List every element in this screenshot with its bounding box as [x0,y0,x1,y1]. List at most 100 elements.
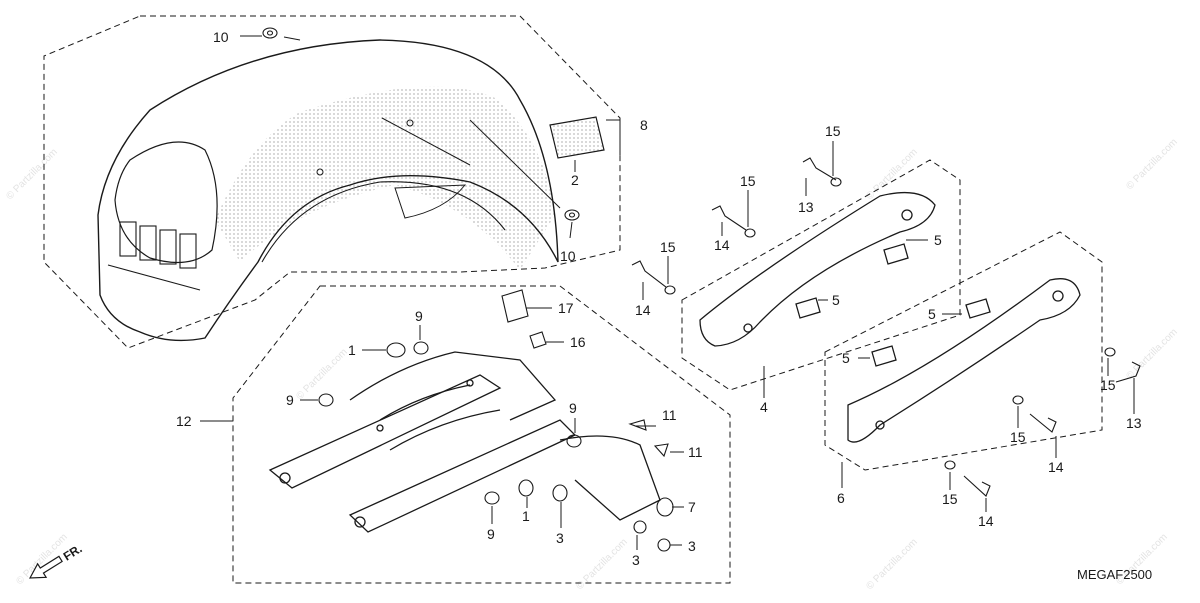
callout-label: 4 [760,399,768,415]
callout-label: 15 [1100,377,1116,393]
callout-labels: 10 10 8 2 17 16 9 1 9 12 9 11 11 7 9 1 3… [176,29,1142,568]
callout-label: 14 [1048,459,1064,475]
washer [564,209,580,221]
bolt-14 [963,475,991,497]
callout-label: 16 [570,334,586,350]
watermark: © Partzilla.com [294,347,349,402]
callout-label: 5 [928,306,936,322]
callout-label: 17 [558,300,574,316]
fender-opening-edge [114,141,218,264]
washer-15 [664,285,676,295]
callout-label: 13 [1126,415,1142,431]
clip-16-17 [501,289,547,349]
bolt-14 [631,260,667,288]
washer-15 [1104,347,1116,357]
fender-body [97,39,559,342]
rear-fender [97,39,561,342]
callout-label: 9 [569,400,577,416]
clip-11 [628,419,647,431]
callout-label: 15 [740,173,756,189]
fender-inner-arch [261,181,506,263]
callout-label: 3 [632,552,640,568]
frame-cross-member [389,409,501,451]
callout-label: 7 [688,499,696,515]
rubber-5 [965,298,991,319]
callout-label: 15 [660,239,676,255]
rail-bolt-hole [875,420,885,430]
frame-bolt-hole [376,424,384,432]
fender-flap [394,184,467,219]
callout-label: 12 [176,413,192,429]
watermark: © Partzilla.com [1124,137,1179,192]
watermark: © Partzilla.com [574,537,629,592]
side-rail-right [847,278,1081,443]
rail-bolt-hole [743,323,753,333]
watermark: © Partzilla.com [1124,327,1179,382]
collar-3 [633,520,647,534]
frame-bolt-hole [354,516,366,528]
rail-body [847,278,1081,443]
callout-label: 15 [825,123,841,139]
watermark: © Partzilla.com [4,147,59,202]
bolt-13 [1115,361,1141,383]
callout-label: 2 [571,172,579,188]
bolt-14 [1029,413,1057,433]
grommet-9 [484,491,500,505]
rail-bolt-hole [1052,290,1064,302]
watermark: © Partzilla.com [864,537,919,592]
grommet-9 [318,393,334,407]
callout-label: 9 [487,526,495,542]
callout-label: 10 [213,29,229,45]
rubber-5 [883,243,909,265]
washers-10 [262,27,580,221]
rubber-1 [518,479,534,497]
callout-label: 3 [688,538,696,554]
frame-left-rail [268,374,502,489]
fender-stripe [215,86,555,270]
frame-bracket [559,435,661,521]
callout-label: 9 [415,308,423,324]
cap-7 [656,497,674,517]
frame-bolt-hole [279,472,291,484]
callout-label: 15 [942,491,958,507]
washer [266,30,274,36]
rail-bolt-hole [901,209,913,221]
frame-right-rail [348,419,577,533]
side-rail-left [699,191,936,347]
callout-label: 11 [662,407,677,423]
callout-label: 3 [556,530,564,546]
callout-label: 14 [714,237,730,253]
frame-bolt-hole [466,379,474,387]
callout-label: 5 [842,350,850,366]
bolt-14 [711,205,747,231]
collar-3 [552,484,568,502]
group-outlines [43,15,1103,584]
clip-11 [653,443,669,458]
frame-cross-member [379,384,471,421]
rubber-1 [386,342,406,358]
washer [568,212,576,218]
rubber-5 [795,297,821,319]
callout-label: 15 [1010,429,1026,445]
clip-nut-16 [529,331,547,349]
callout-label: 5 [832,292,840,308]
reflector [549,116,605,159]
rubber-5 [871,345,897,367]
callout-label: 6 [837,490,845,506]
sub-frame [268,351,661,533]
rail-body [699,191,936,347]
washer-15 [944,460,956,470]
fasteners [631,157,1141,497]
fender-vent-slots [107,221,201,291]
watermark-group: © Partzilla.com © Partzilla.com © Partzi… [4,137,1179,592]
bolt-13 [802,157,837,181]
grommet-9 [413,341,429,355]
callout-label: 8 [640,117,648,133]
callout-label: 13 [798,199,814,215]
washer-15 [830,177,842,187]
washer-15 [744,228,756,238]
callout-label: 14 [635,302,651,318]
left-rail-group-outline [681,159,961,391]
